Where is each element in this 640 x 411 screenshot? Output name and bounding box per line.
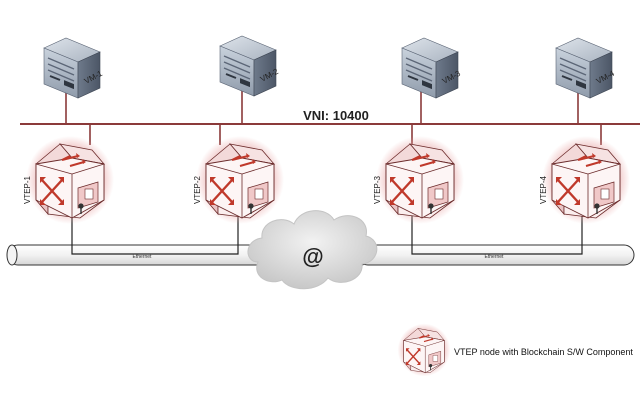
vni-label: VNI: 10400 xyxy=(303,108,369,123)
cloud-at-symbol: @ xyxy=(302,244,323,269)
vm-3-server: VM-3 xyxy=(401,37,462,99)
ethernet-link-left xyxy=(71,210,239,255)
vtep-3-router xyxy=(374,134,466,226)
ethernet-label-left: Ethernet xyxy=(133,254,153,260)
ethernet-link-right xyxy=(411,210,583,255)
vtep-2-label: VTEP-2 xyxy=(193,175,202,204)
vtep-2-router xyxy=(194,134,286,226)
legend: VTEP node with Blockchain S/W Component xyxy=(396,322,633,378)
vm-2-server: VM-2 xyxy=(219,35,280,97)
vtep-1-label: VTEP-1 xyxy=(23,175,32,204)
vtep-4-label: VTEP-4 xyxy=(539,175,548,204)
vm-4-server: VM-4 xyxy=(555,37,616,99)
vm-1-server: VM-1 xyxy=(43,37,104,99)
internet-cloud: @ xyxy=(247,210,378,290)
vtep-4-router xyxy=(540,134,632,226)
vtep-1-router xyxy=(24,134,116,226)
legend-label: VTEP node with Blockchain S/W Component xyxy=(454,347,633,357)
legend-vtep-icon xyxy=(396,322,452,378)
vtep-3-label: VTEP-3 xyxy=(373,175,382,204)
ethernet-label-right: Ethernet xyxy=(485,254,505,260)
